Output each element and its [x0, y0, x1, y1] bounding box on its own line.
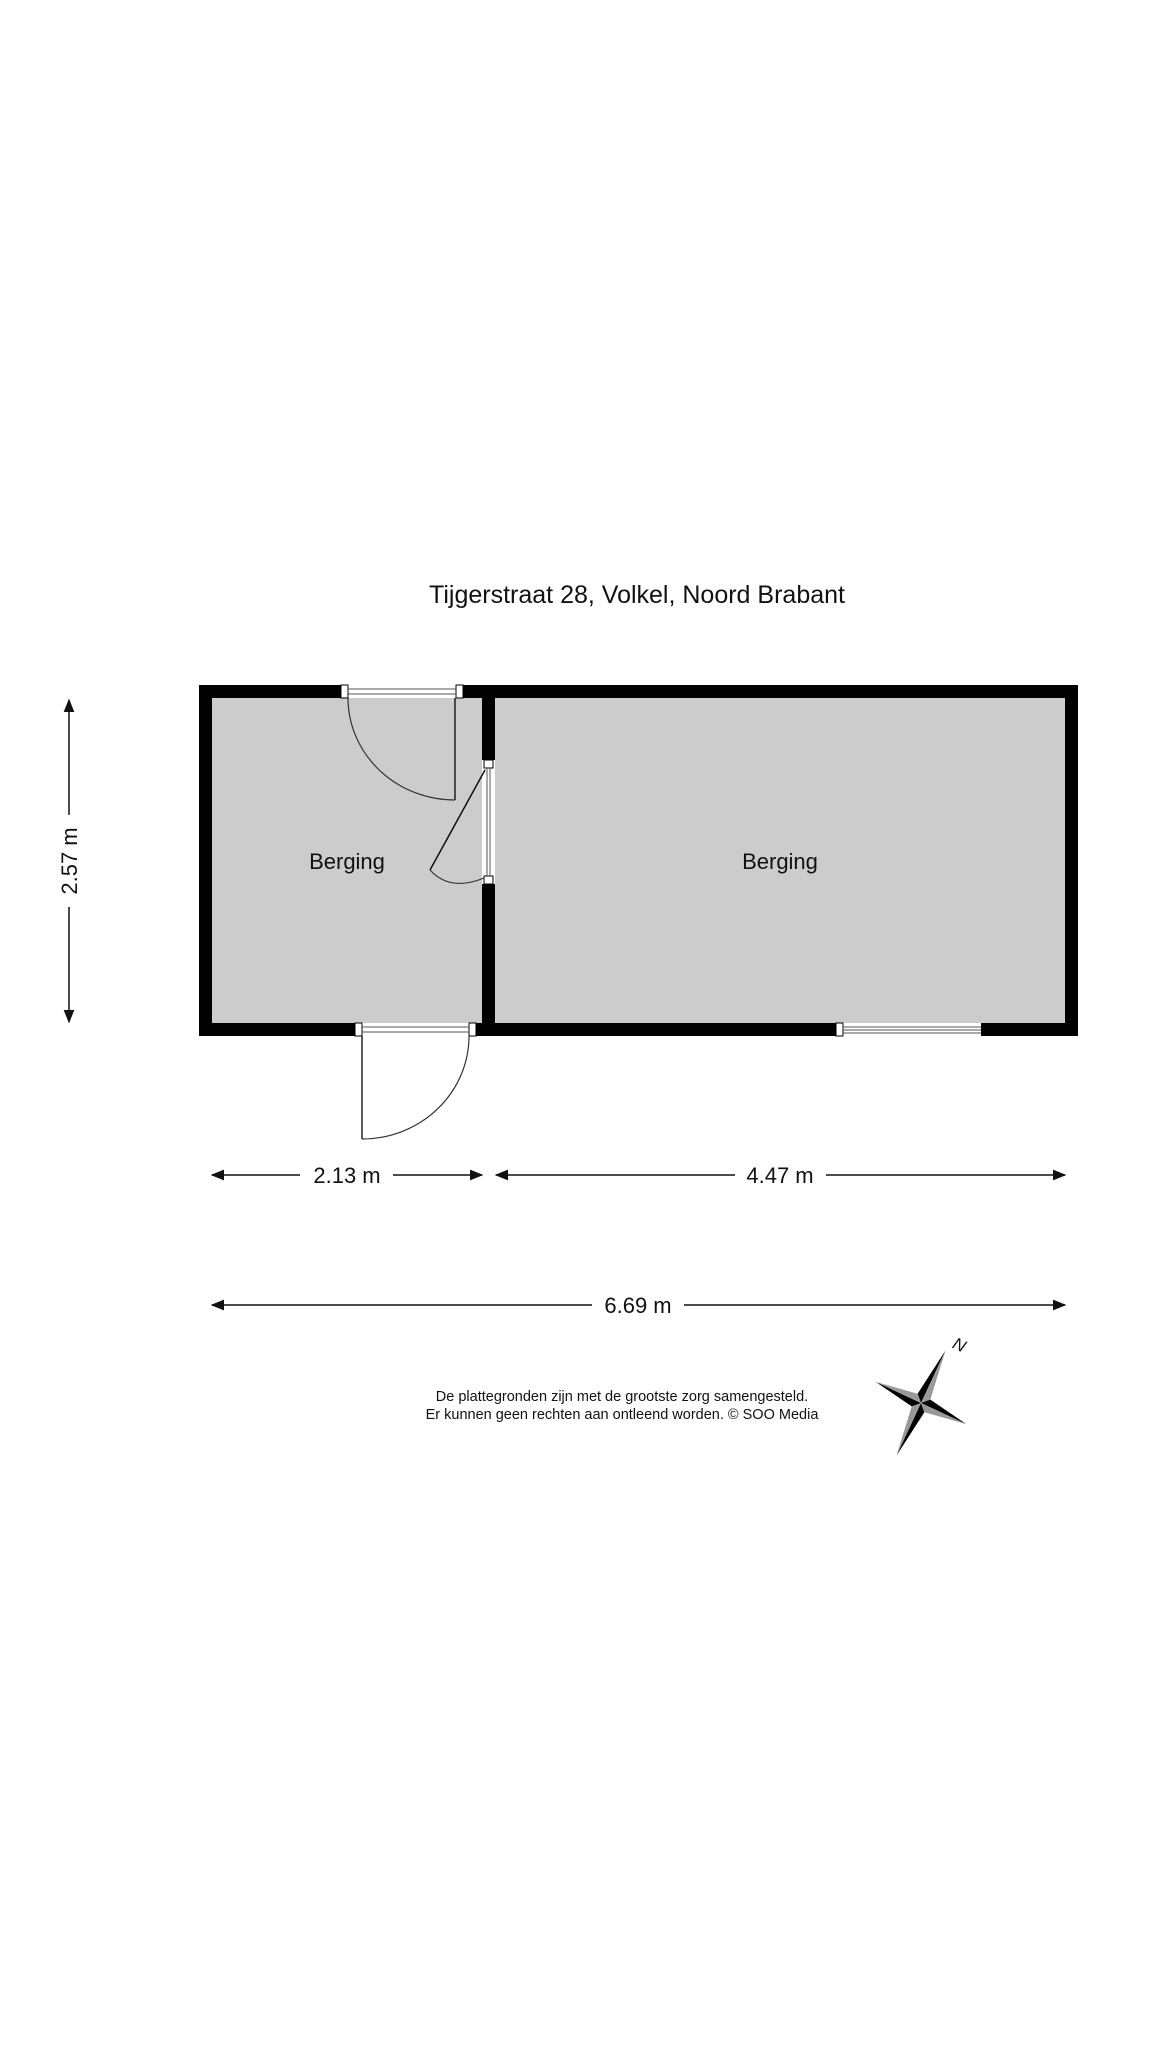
- room-floor-left: [212, 698, 482, 1023]
- disclaimer-line-2: Er kunnen geen rechten aan ontleend word…: [426, 1407, 820, 1423]
- window-bottom-right: [835, 1022, 981, 1037]
- disclaimer-line-1: De plattegronden zijn met de grootste zo…: [436, 1389, 808, 1405]
- dimension-height: 2.57 m: [57, 698, 82, 1024]
- door-inner: [429, 759, 495, 885]
- dimension-left-width-label: 2.13 m: [313, 1163, 380, 1188]
- dimension-left-width: 2.13 m: [210, 1163, 484, 1188]
- door-bottom: [354, 1022, 477, 1140]
- dimension-total-width: 6.69 m: [210, 1293, 1067, 1318]
- door-top: [340, 684, 464, 801]
- dimension-right-width: 4.47 m: [494, 1163, 1067, 1188]
- dimension-height-label: 2.57 m: [57, 827, 82, 894]
- room-floor-right: [495, 698, 1065, 1023]
- compass-north-label: N: [950, 1334, 970, 1357]
- dimension-total-width-label: 6.69 m: [604, 1293, 671, 1318]
- dimension-right-width-label: 4.47 m: [746, 1163, 813, 1188]
- room-label-right: Berging: [742, 849, 818, 874]
- compass-rose-icon: [875, 1350, 967, 1456]
- room-label-left: Berging: [309, 849, 385, 874]
- plan-title: Tijgerstraat 28, Volkel, Noord Brabant: [429, 581, 845, 609]
